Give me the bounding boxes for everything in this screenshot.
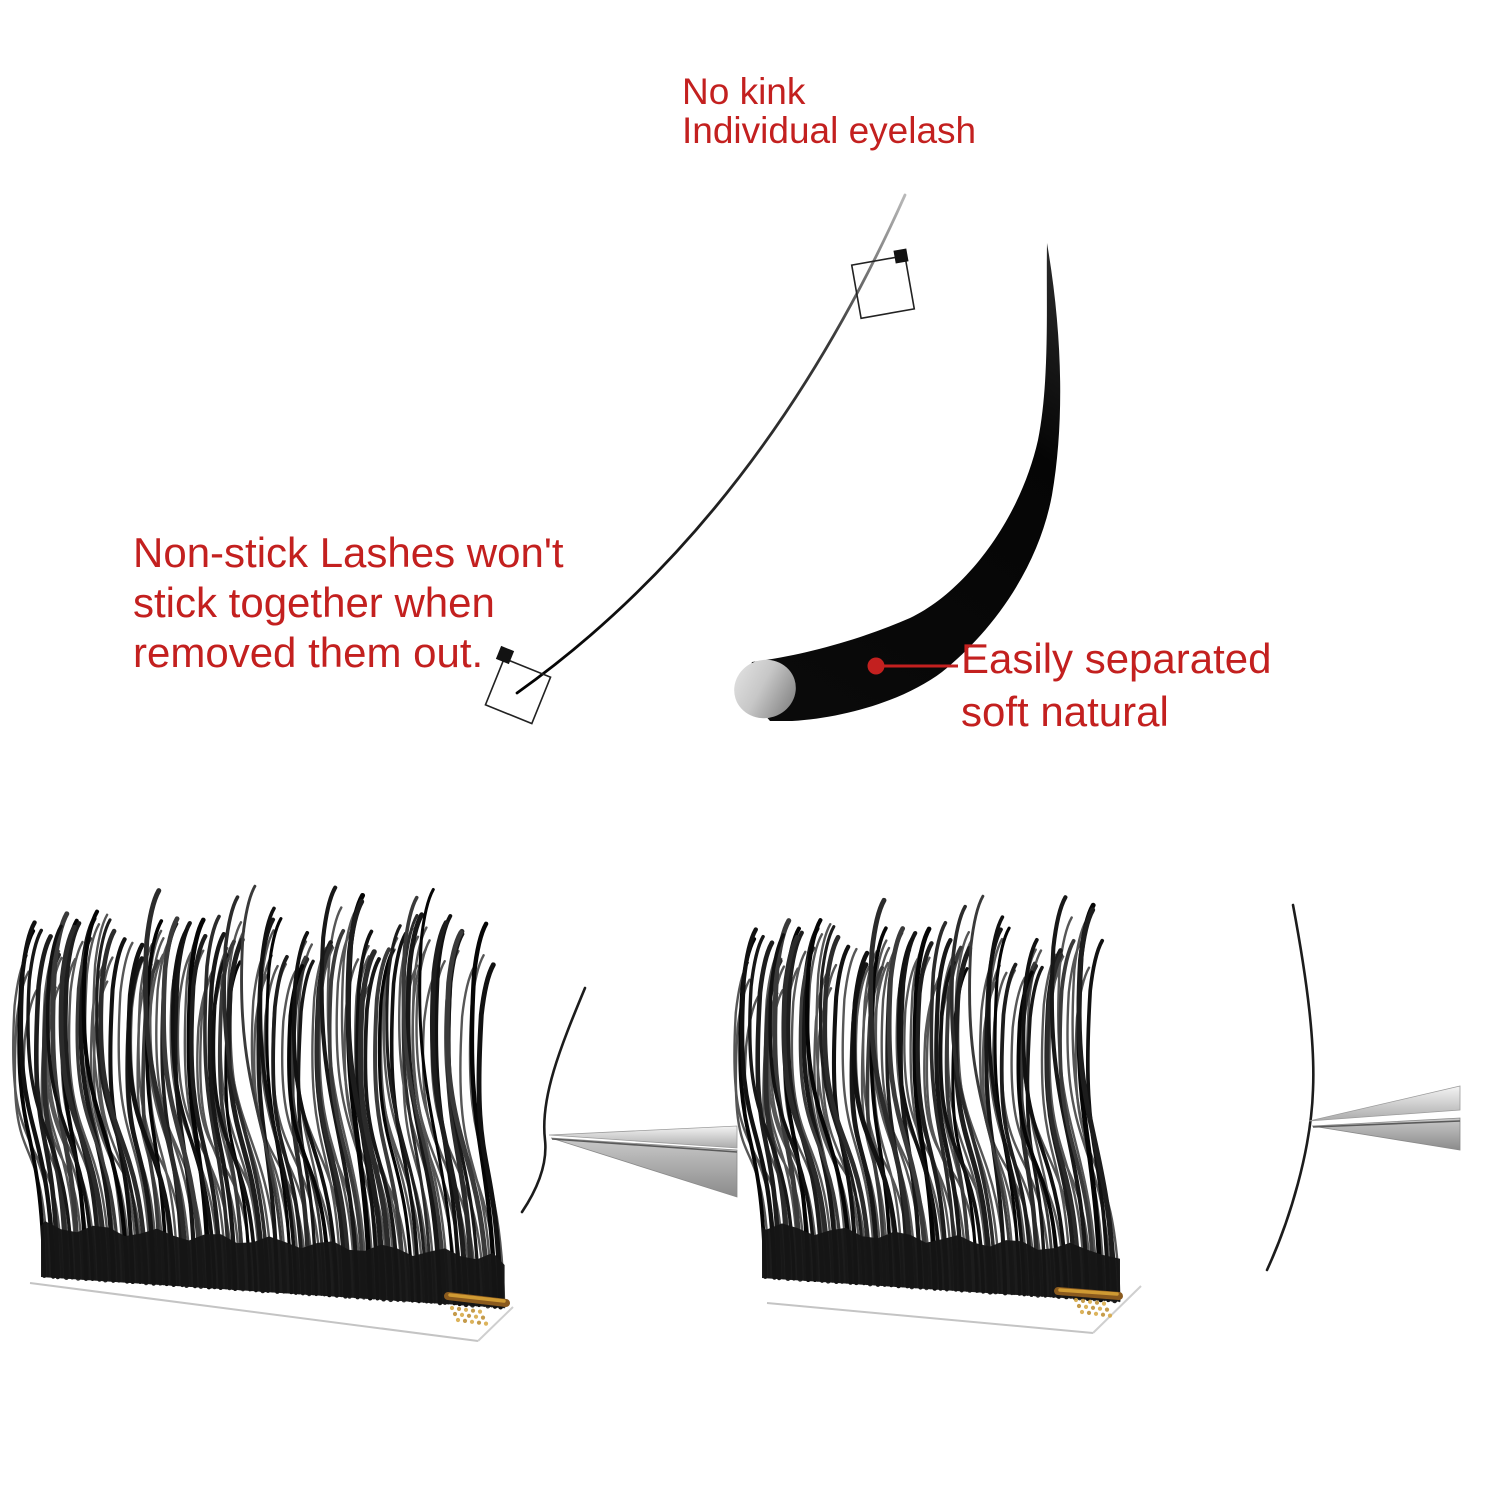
thin-lash-curve	[515, 193, 907, 695]
annotation-easily-separated: Easily separated soft natural	[961, 632, 1272, 738]
tape-right-edge	[1092, 1285, 1142, 1334]
annotation-no-kink: No kink Individual eyelash	[682, 72, 976, 150]
tape-front-edge	[766, 1302, 1094, 1334]
annotation-line: Non-stick Lashes won't	[133, 529, 564, 576]
leader-line	[867, 657, 958, 675]
glue-line-highlight	[1058, 1288, 1119, 1296]
annotation-non-stick: Non-stick Lashes won't stick together wh…	[133, 528, 564, 678]
thin-lash-diagram	[484, 193, 916, 725]
lash-tray-photo-right	[733, 894, 1461, 1334]
tweezers-icon	[1308, 1085, 1461, 1151]
thick-lash-diagram	[734, 243, 1061, 721]
annotation-line: removed them out.	[133, 629, 484, 676]
tweezer-seam	[551, 1138, 738, 1153]
tape-strip	[29, 1282, 514, 1342]
tweezer-lower-prong	[550, 1137, 738, 1198]
glue-line-highlight	[448, 1293, 506, 1303]
marker-outline-square	[850, 254, 916, 320]
sample-marker-top	[850, 248, 916, 320]
annotation-line: soft natural	[961, 688, 1169, 735]
separated-lash	[1265, 903, 1315, 1272]
tweezers-icon	[548, 1125, 738, 1198]
leader-dot	[867, 657, 885, 675]
tweezer-upper-prong	[548, 1125, 738, 1149]
marker-outline-square	[484, 657, 552, 725]
annotation-line: Easily separated	[961, 635, 1272, 682]
lash-base-end	[734, 659, 796, 719]
tape-front-edge	[29, 1282, 479, 1342]
annotation-line: Individual eyelash	[682, 110, 977, 151]
sample-marker-bottom	[484, 645, 552, 725]
lash-tray-photo-left	[11, 884, 738, 1342]
marker-filled-square	[893, 248, 909, 264]
tweezer-seam	[1312, 1120, 1461, 1128]
annotation-line: No kink	[682, 71, 806, 112]
tweezer-lower-prong	[1311, 1117, 1461, 1151]
marker-filled-square	[495, 645, 515, 665]
thick-lash-body	[742, 243, 1061, 721]
gold-sticker-dots	[449, 1305, 489, 1326]
tweezer-upper-prong	[1308, 1085, 1461, 1122]
lash-band	[733, 894, 1121, 1304]
separated-lash	[520, 986, 587, 1214]
annotation-line: stick together when	[133, 579, 495, 626]
tape-right-edge	[477, 1306, 514, 1342]
gold-sticker-dots	[1073, 1297, 1113, 1318]
tape-strip	[766, 1285, 1142, 1334]
lash-band	[11, 884, 506, 1310]
